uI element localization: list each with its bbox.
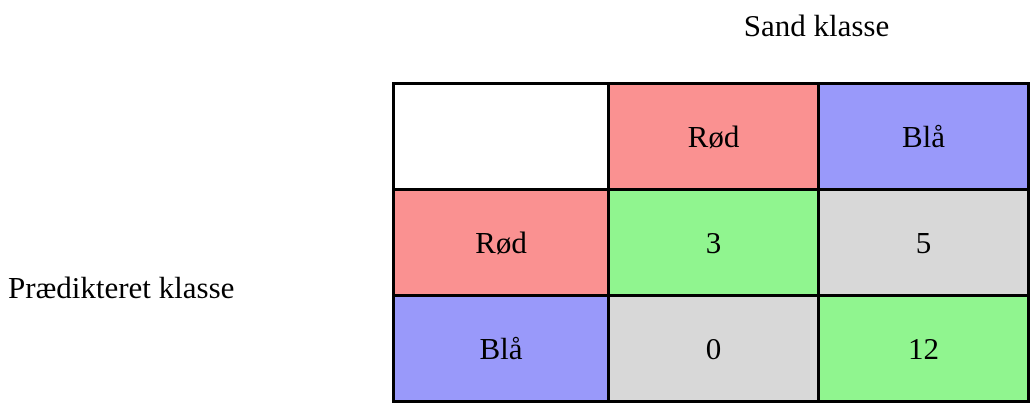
confusion-matrix: Rød Blå Rød 3 5 Blå 0 12 bbox=[392, 82, 1030, 403]
column-header-rod: Rød bbox=[607, 82, 820, 191]
matrix-row-bla: Blå 0 12 bbox=[392, 294, 1030, 403]
row-axis-title: Prædikteret klasse bbox=[8, 270, 235, 305]
column-header-bla: Blå bbox=[817, 82, 1030, 191]
matrix-corner-cell bbox=[392, 82, 610, 191]
matrix-cell-rod-bla: 5 bbox=[817, 188, 1030, 297]
row-header-rod: Rød bbox=[392, 188, 610, 297]
row-header-bla: Blå bbox=[392, 294, 610, 403]
matrix-header-row: Rød Blå bbox=[392, 82, 1030, 191]
matrix-cell-bla-bla: 12 bbox=[817, 294, 1030, 403]
matrix-cell-bla-rod: 0 bbox=[607, 294, 820, 403]
matrix-cell-rod-rod: 3 bbox=[607, 188, 820, 297]
matrix-row-rod: Rød 3 5 bbox=[392, 188, 1030, 297]
column-axis-title: Sand klasse bbox=[743, 8, 890, 43]
